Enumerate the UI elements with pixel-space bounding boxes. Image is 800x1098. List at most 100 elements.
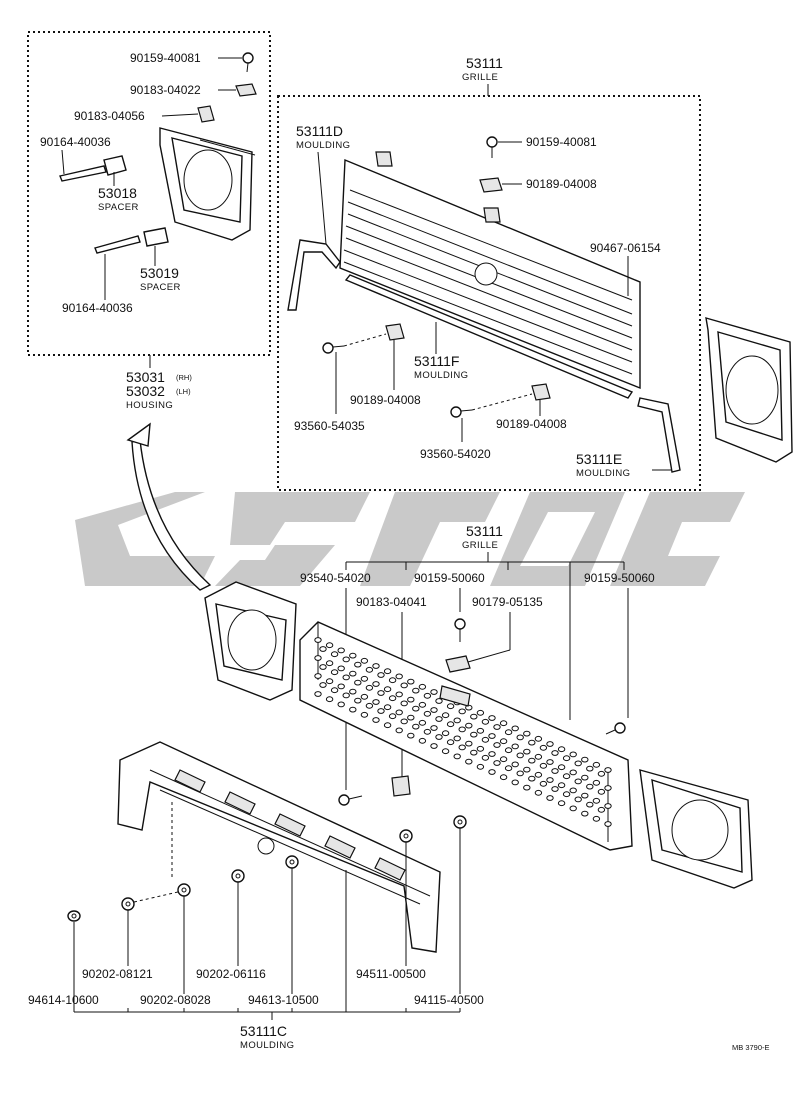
screw-icon — [454, 618, 466, 642]
perforation-hole — [377, 708, 385, 714]
perforation-hole — [551, 750, 559, 756]
perforation-hole — [586, 783, 594, 790]
perforation-hole — [539, 780, 548, 787]
perforation-hole — [330, 651, 339, 658]
moulding-number: 53111C — [240, 1023, 287, 1039]
perforation-hole — [435, 716, 443, 722]
perforation-hole — [360, 693, 369, 700]
perforation-hole — [516, 734, 524, 741]
part-number: 90189-04008 — [496, 417, 567, 431]
part-number: 90202-06116 — [196, 967, 266, 981]
perforation-hole — [349, 652, 357, 659]
perforation-hole — [470, 749, 478, 756]
perforation-hole — [423, 692, 432, 699]
spacer-number: 53018 — [98, 185, 137, 201]
part-number: 93560-54035 — [294, 419, 365, 433]
perforation-hole — [523, 766, 531, 773]
perforation-hole — [481, 754, 490, 761]
perforation-hole — [388, 713, 397, 720]
perforation-hole — [592, 779, 601, 786]
perforation-hole — [534, 735, 543, 742]
perforation-hole — [546, 759, 554, 765]
clip-nut-icon — [391, 775, 411, 797]
perforation-hole — [337, 701, 345, 708]
figure-code: MB 3790-E — [732, 1043, 770, 1052]
perforation-hole — [581, 774, 589, 781]
perforation-hole — [581, 792, 589, 799]
perforation-hole — [407, 714, 415, 721]
perforation-hole — [337, 683, 345, 690]
part-number: 90164-40036 — [62, 301, 133, 315]
perforation-hole — [314, 655, 322, 661]
perforation-hole — [511, 725, 519, 732]
housing-part — [159, 127, 256, 241]
perforation-hole — [546, 777, 554, 783]
housing-number: 53031 — [126, 369, 165, 385]
perforation-hole — [412, 723, 420, 730]
perforation-hole — [319, 646, 327, 652]
perforation-hole — [435, 698, 443, 704]
perforation-hole — [574, 760, 582, 767]
perforation-hole — [574, 796, 582, 803]
perforation-hole — [581, 756, 589, 763]
housing-inset-box — [27, 31, 271, 356]
perforation-hole — [546, 795, 554, 801]
perforation-hole — [388, 695, 397, 702]
part-number: 94614-10600 — [28, 993, 99, 1007]
perforation-hole — [325, 678, 334, 685]
arrow-icon — [126, 422, 212, 591]
perforation-hole — [372, 681, 380, 687]
perforation-hole — [360, 711, 369, 718]
perforation-hole — [407, 732, 415, 739]
clip-nut-icon — [479, 177, 503, 193]
perforation-hole — [569, 805, 577, 812]
perforation-hole — [534, 771, 543, 778]
nut-icon — [121, 897, 135, 911]
perforation-hole — [430, 707, 438, 713]
perforation-hole — [453, 717, 461, 724]
grille-name: GRILLE — [462, 72, 498, 83]
perforation-hole — [511, 761, 519, 768]
perforation-hole — [319, 682, 327, 688]
part-number: 90189-04008 — [350, 393, 421, 407]
bolt-icon — [94, 227, 169, 254]
perforation-hole — [557, 764, 566, 771]
nut-icon — [231, 869, 245, 883]
perforation-hole — [337, 665, 345, 672]
perforation-hole — [499, 774, 508, 781]
perforation-hole — [488, 769, 496, 775]
perforation-hole — [592, 815, 601, 822]
perforation-hole — [481, 718, 490, 725]
perforation-hole — [493, 724, 501, 730]
perforation-hole — [360, 675, 369, 682]
moulding-c-part — [117, 741, 441, 953]
perforation-hole — [470, 713, 478, 720]
perforation-hole — [342, 674, 350, 681]
perforation-hole — [342, 656, 350, 663]
perforation-hole — [493, 760, 501, 766]
grille-number: 53111 — [466, 523, 503, 539]
screw-icon — [450, 406, 473, 418]
perforation-hole — [476, 745, 485, 752]
perforation-hole — [557, 782, 566, 789]
perforation-hole — [430, 689, 438, 695]
perforation-hole — [372, 717, 380, 723]
perforation-hole — [383, 686, 392, 693]
perforation-hole — [383, 668, 392, 675]
screw-icon — [322, 342, 345, 354]
moulding-name: MOULDING — [414, 370, 468, 381]
bolt-icon — [59, 155, 127, 182]
perforation-hole — [360, 657, 369, 664]
perforation-hole — [465, 758, 473, 765]
perforation-hole — [557, 800, 566, 807]
perforation-hole — [325, 660, 334, 667]
perforation-hole — [314, 673, 322, 679]
housing-part — [639, 769, 753, 889]
nut-icon — [285, 855, 299, 869]
upper-grille-part — [339, 151, 641, 399]
perforation-hole — [407, 696, 415, 703]
perforation-hole — [441, 748, 450, 755]
perforation-hole — [546, 741, 554, 747]
perforation-hole — [354, 661, 362, 668]
